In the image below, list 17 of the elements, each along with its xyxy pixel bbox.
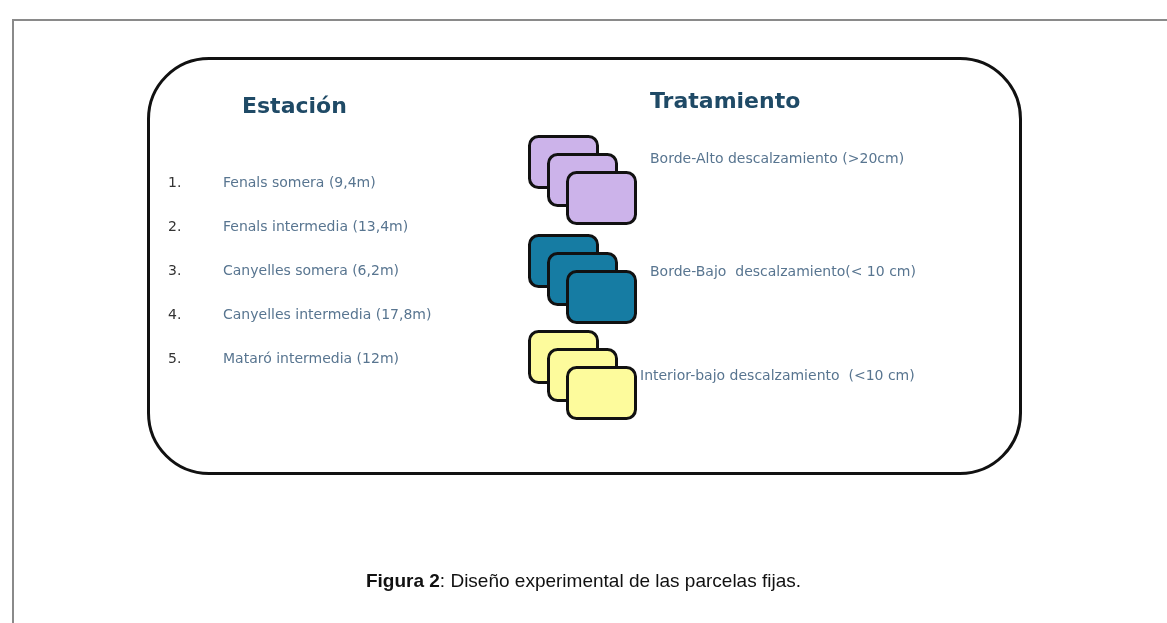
list-number: 3. bbox=[168, 262, 182, 278]
column-heading: Estación bbox=[242, 93, 347, 118]
column-heading: Tratamiento bbox=[650, 88, 801, 113]
legend-label: Interior-bajo descalzamiento (<10 cm) bbox=[640, 367, 915, 383]
legend-label: Borde-Bajo descalzamiento(< 10 cm) bbox=[650, 263, 916, 279]
station-name: Fenals somera (9,4m) bbox=[223, 174, 376, 190]
list-number: 1. bbox=[168, 174, 182, 190]
station-name: Canyelles somera (6,2m) bbox=[223, 262, 399, 278]
list-number: 4. bbox=[168, 306, 182, 322]
station-name: Mataró intermedia (12m) bbox=[223, 350, 399, 366]
station-name: Fenals intermedia (13,4m) bbox=[223, 218, 409, 234]
legend-label: Borde-Alto descalzamiento (>20cm) bbox=[650, 150, 905, 166]
rounded-panel bbox=[147, 57, 1022, 475]
figure-caption: Figura 2: Diseño experimental de las parcelas fijas. bbox=[365, 570, 802, 591]
list-number: 2. bbox=[168, 218, 182, 234]
list-number: 5. bbox=[168, 350, 182, 366]
station-name: Canyelles intermedia (17,8m) bbox=[223, 306, 432, 322]
